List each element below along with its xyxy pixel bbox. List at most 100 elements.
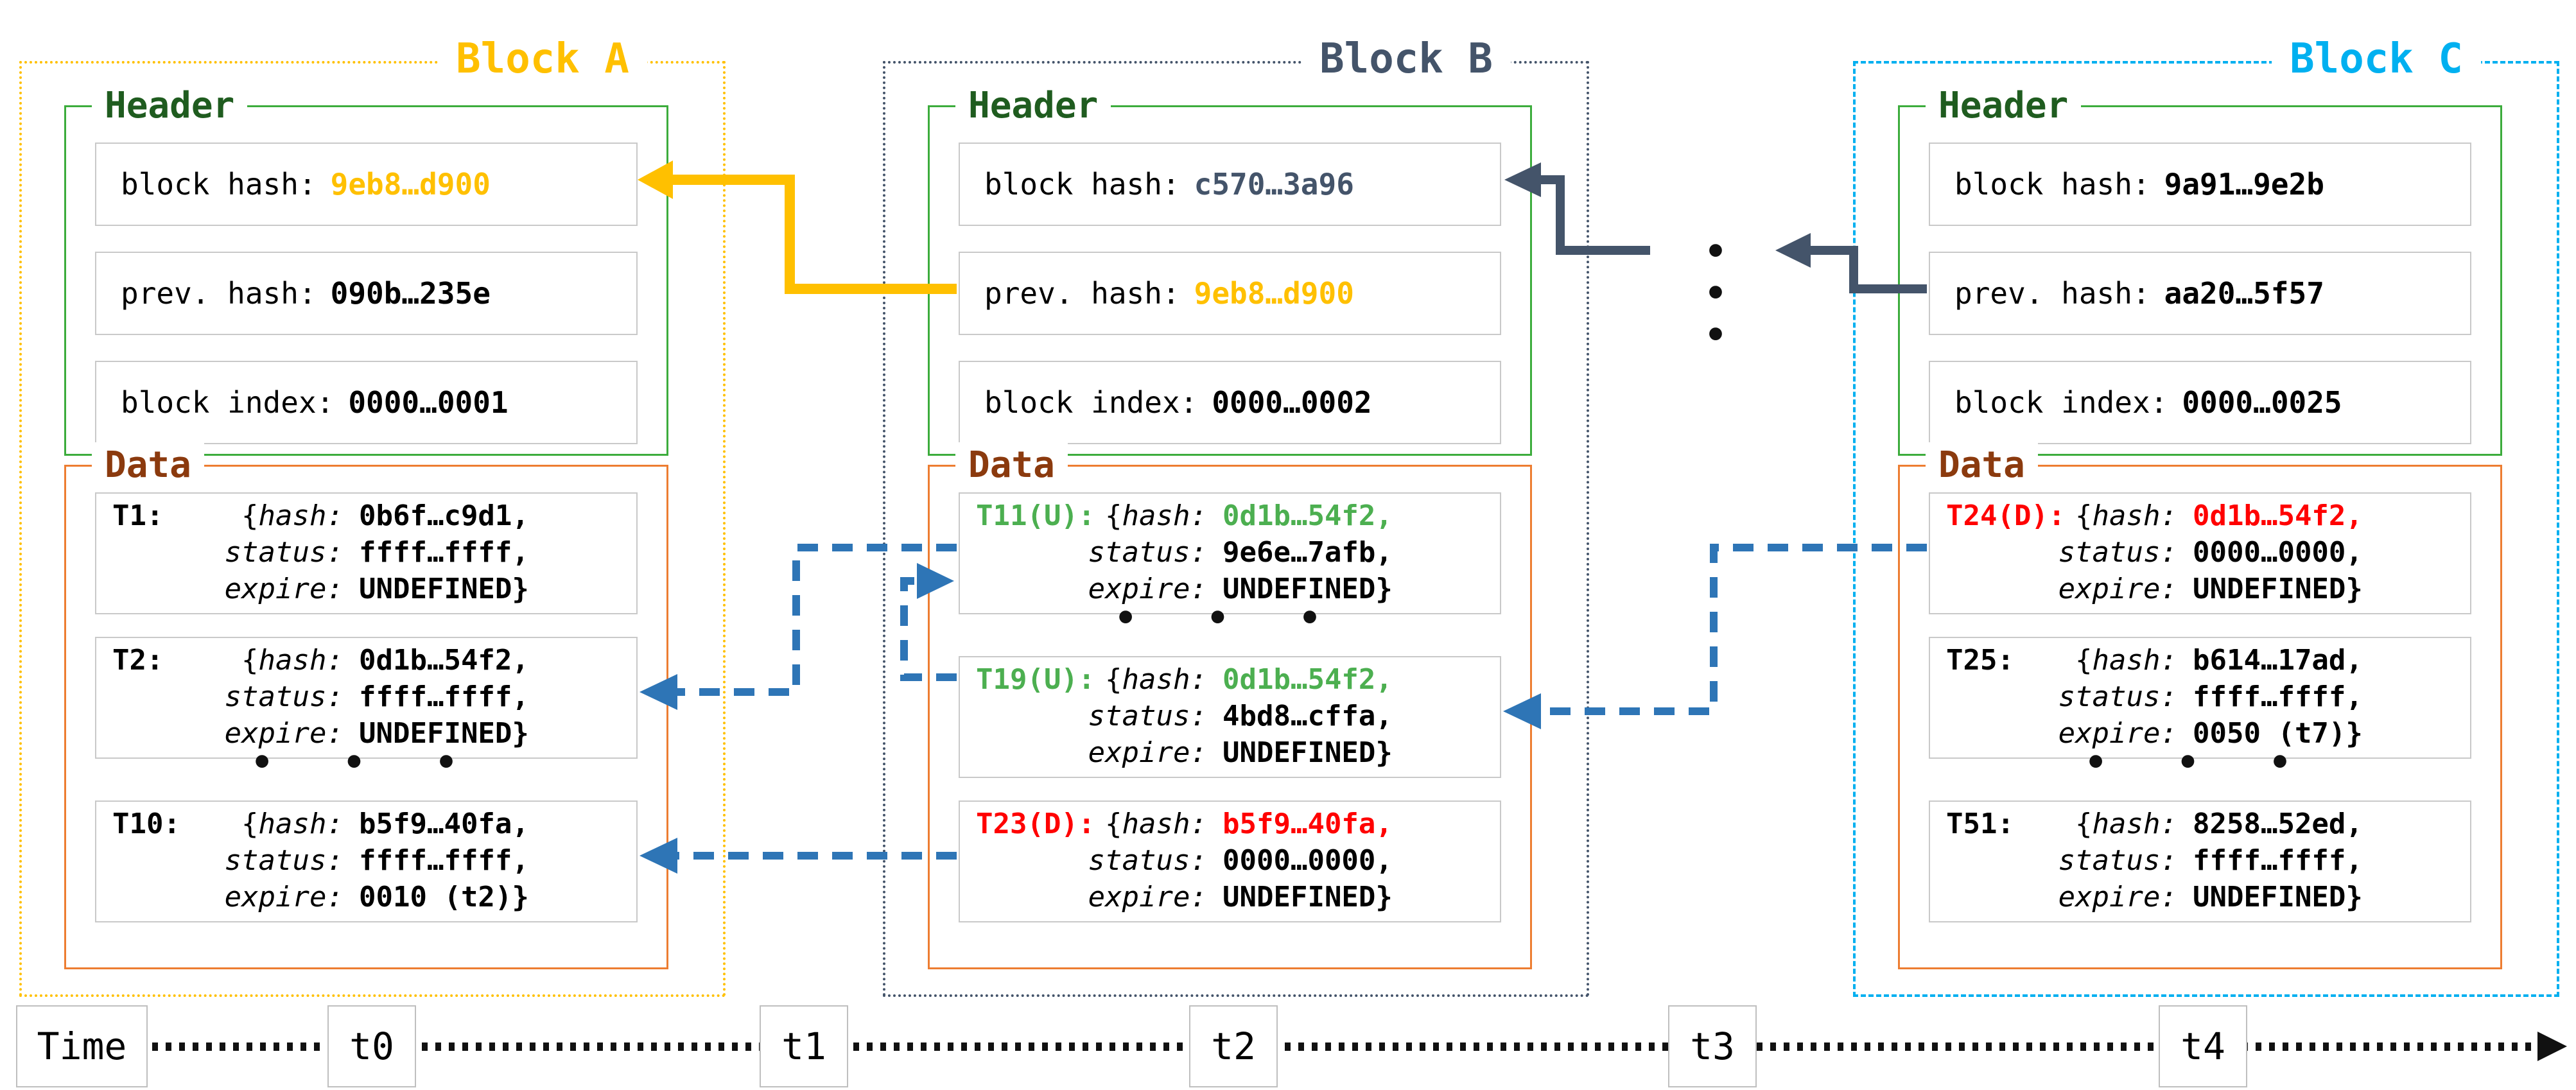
field-label: block hash:: [121, 167, 317, 202]
tx-id: T23(D):: [976, 808, 1095, 840]
transaction-t11: T11(U):{hash:0d1b…54f2, status:9e6e…7afb…: [959, 492, 1501, 614]
block-c-block-index-row: block index: 0000…0025: [1929, 361, 2471, 444]
expire-value: UNDEFINED}: [359, 573, 529, 605]
field-value: 0000…0001: [348, 385, 509, 420]
hash-key: hash:: [2092, 499, 2177, 532]
block-b-data-label: Data: [955, 442, 1068, 489]
hash-value: 0d1b…54f2,: [359, 644, 529, 677]
hash-value: 0d1b…54f2,: [2193, 499, 2363, 532]
brace: {: [2075, 499, 2093, 532]
expire-key: expire:: [224, 717, 344, 750]
status-value: ffff…ffff,: [359, 844, 529, 877]
tx-id: T2:: [112, 644, 164, 677]
tx-id: T19(U):: [976, 663, 1095, 696]
status-key: status:: [224, 536, 344, 569]
status-value: ffff…ffff,: [2193, 844, 2363, 877]
block-a-header-label: Header: [92, 83, 248, 129]
block-b: Block B Header block hash: c570…3a96 pre…: [883, 35, 1589, 997]
hash-key: hash:: [258, 499, 344, 532]
time-tick-t1: t1: [760, 1005, 848, 1087]
time-axis-line: [58, 1042, 2539, 1051]
field-label: block hash:: [1954, 167, 2150, 202]
chain-ellipsis-dots: • • •: [1705, 231, 1751, 356]
hash-key: hash:: [1122, 663, 1207, 696]
time-tick-t2: t2: [1189, 1005, 1278, 1087]
block-b-title: Block B: [1301, 35, 1511, 83]
status-key: status:: [2058, 844, 2177, 877]
transaction-t1: T1:{hash:0b6f…c9d1, status:ffff…ffff, ex…: [95, 492, 638, 614]
brace: {: [1105, 663, 1122, 696]
status-key: status:: [2058, 680, 2177, 713]
field-value: 0000…0025: [2182, 385, 2342, 420]
time-axis-arrowhead-icon: [2537, 1032, 2567, 1061]
block-b-block-hash-row: block hash: c570…3a96: [959, 143, 1501, 226]
field-label: prev. hash:: [121, 276, 317, 311]
block-b-header-section: Header block hash: c570…3a96 prev. hash:…: [928, 83, 1532, 456]
status-value: ffff…ffff,: [359, 536, 529, 569]
hash-value: b5f9…40fa,: [1223, 808, 1393, 840]
hash-value: b5f9…40fa,: [359, 808, 529, 840]
field-label: prev. hash:: [984, 276, 1180, 311]
status-value: ffff…ffff,: [2193, 680, 2363, 713]
status-value: 4bd8…cffa,: [1223, 700, 1393, 732]
block-a-prev-hash-row: prev. hash: 090b…235e: [95, 252, 638, 335]
block-c-header-label: Header: [1926, 83, 2082, 129]
block-c-title: Block C: [2272, 35, 2481, 83]
time-axis-label: Time: [16, 1005, 148, 1087]
expire-value: UNDEFINED}: [1223, 881, 1393, 913]
field-label: block index:: [984, 385, 1198, 420]
block-a-block-index-row: block index: 0000…0001: [95, 361, 638, 444]
block-c-block-hash-row: block hash: 9a91…9e2b: [1929, 143, 2471, 226]
brace: {: [241, 808, 259, 840]
hash-value: 0b6f…c9d1,: [359, 499, 529, 532]
transaction-t51: T51:{hash:8258…52ed, status:ffff…ffff, e…: [1929, 800, 2471, 922]
block-a-title: Block A: [438, 35, 647, 83]
status-key: status:: [1088, 844, 1207, 877]
field-label: block index:: [121, 385, 335, 420]
transaction-t25: T25:{hash:b614…17ad, status:ffff…ffff, e…: [1929, 637, 2471, 759]
block-a: Block A Header block hash: 9eb8…d900 pre…: [19, 35, 726, 997]
brace: {: [2075, 808, 2093, 840]
expire-key: expire:: [2058, 573, 2177, 605]
block-a-block-hash-row: block hash: 9eb8…d900: [95, 143, 638, 226]
block-b-block-index-row: block index: 0000…0002: [959, 361, 1501, 444]
transaction-t24: T24(D): {hash: 0d1b…54f2, status: 0000…0000…: [1929, 492, 2471, 614]
status-value: ffff…ffff,: [359, 680, 529, 713]
expire-key: expire:: [1088, 881, 1207, 913]
time-tick-t0: t0: [327, 1005, 416, 1087]
status-value: 0000…0000,: [2193, 536, 2363, 569]
field-label: prev. hash:: [1954, 276, 2150, 311]
field-value: 0000…0002: [1212, 385, 1372, 420]
block-a-data-label: Data: [92, 442, 204, 489]
brace: {: [241, 499, 259, 532]
block-c-prev-hash-row: prev. hash: aa20…5f57: [1929, 252, 2471, 335]
status-key: status:: [2058, 536, 2177, 569]
field-value: aa20…5f57: [2164, 276, 2324, 311]
tx-id: T24(D):: [1946, 499, 2066, 532]
hash-key: hash:: [2092, 644, 2177, 677]
tx-id: T51:: [1946, 808, 2014, 840]
expire-key: expire:: [224, 573, 344, 605]
hash-key: hash:: [1122, 808, 1207, 840]
transaction-t23: T23(D):{hash:b5f9…40fa, status:0000…0000…: [959, 800, 1501, 922]
tx-id: T10:: [112, 808, 180, 840]
expire-key: expire:: [1088, 736, 1207, 769]
expire-value: UNDEFINED}: [2193, 573, 2363, 605]
hash-value: 8258…52ed,: [2193, 808, 2363, 840]
status-value: 0000…0000,: [1223, 844, 1393, 877]
status-value: 9e6e…7afb,: [1223, 536, 1393, 569]
expire-value: UNDEFINED}: [1223, 736, 1393, 769]
hash-value: b614…17ad,: [2193, 644, 2363, 677]
status-key: status:: [1088, 536, 1207, 569]
block-b-header-label: Header: [955, 83, 1111, 129]
transaction-t19: T19(U):{hash:0d1b…54f2, status:4bd8…cffa…: [959, 656, 1501, 778]
brace: {: [2075, 644, 2093, 677]
field-label: block index:: [1954, 385, 2168, 420]
block-c-header-section: Header block hash: 9a91…9e2b prev. hash:…: [1898, 83, 2502, 456]
expire-value: UNDEFINED}: [1223, 573, 1393, 605]
expire-value: 0050 (t7)}: [2193, 717, 2363, 750]
hash-value: 0d1b…54f2,: [1223, 499, 1393, 532]
field-value: 9eb8…d900: [330, 167, 491, 202]
ellipsis-dots: • • •: [2085, 742, 2315, 784]
field-value: 9a91…9e2b: [2164, 167, 2324, 202]
